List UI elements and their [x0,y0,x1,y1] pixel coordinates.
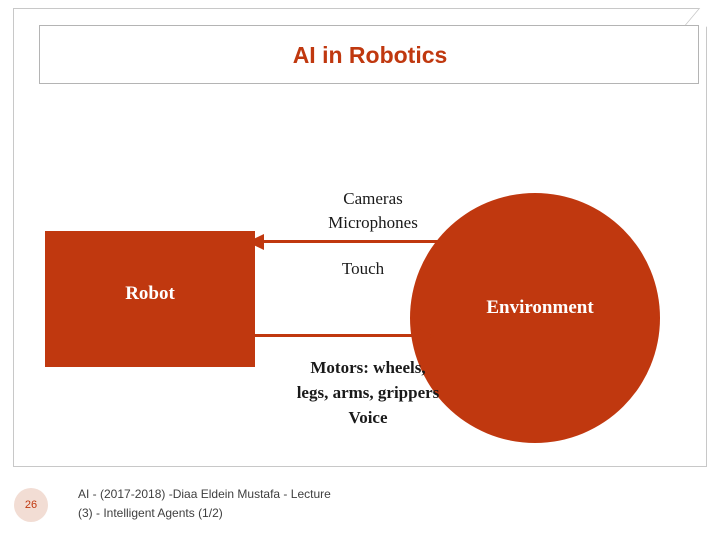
robot-label: Robot [125,283,175,304]
environment-label: Environment [486,297,594,318]
title-box: AI in Robotics [39,25,699,84]
sensor-arrow-head-icon [247,234,264,250]
frame-border-right [706,8,707,466]
frame-border-top [13,8,707,9]
touch-label: Touch [341,259,385,278]
page-title: AI in Robotics [292,42,448,68]
actuators-label-line3: Voice [348,408,388,427]
sensors-label-line2: Microphones [328,213,418,232]
actuator-arrow-line [246,334,421,337]
page-number-badge: 26 [14,488,48,522]
actuators-label-line2: legs, arms, grippers [296,383,440,402]
sensors-label: Cameras Microphones [248,187,498,235]
actuators-label: Motors: wheels, legs, arms, grippers Voi… [243,355,493,430]
sensors-label-line1: Cameras [343,189,403,208]
actuators-label-line1: Motors: wheels, [310,358,426,377]
actuator-arrow-head-icon [417,328,434,344]
footer-credit-line1: AI - (2017-2018) -Diaa Eldein Mustafa - … [78,487,331,501]
footer-credit-line2: (3) - Intelligent Agents (1/2) [78,506,223,520]
footer-credit: AI - (2017-2018) -Diaa Eldein Mustafa - … [78,485,498,523]
environment-shape [410,193,660,443]
robot-shape [45,231,255,367]
frame-border-bottom [13,466,707,467]
sensor-arrow-line [262,240,527,243]
frame-border-left [13,8,14,466]
